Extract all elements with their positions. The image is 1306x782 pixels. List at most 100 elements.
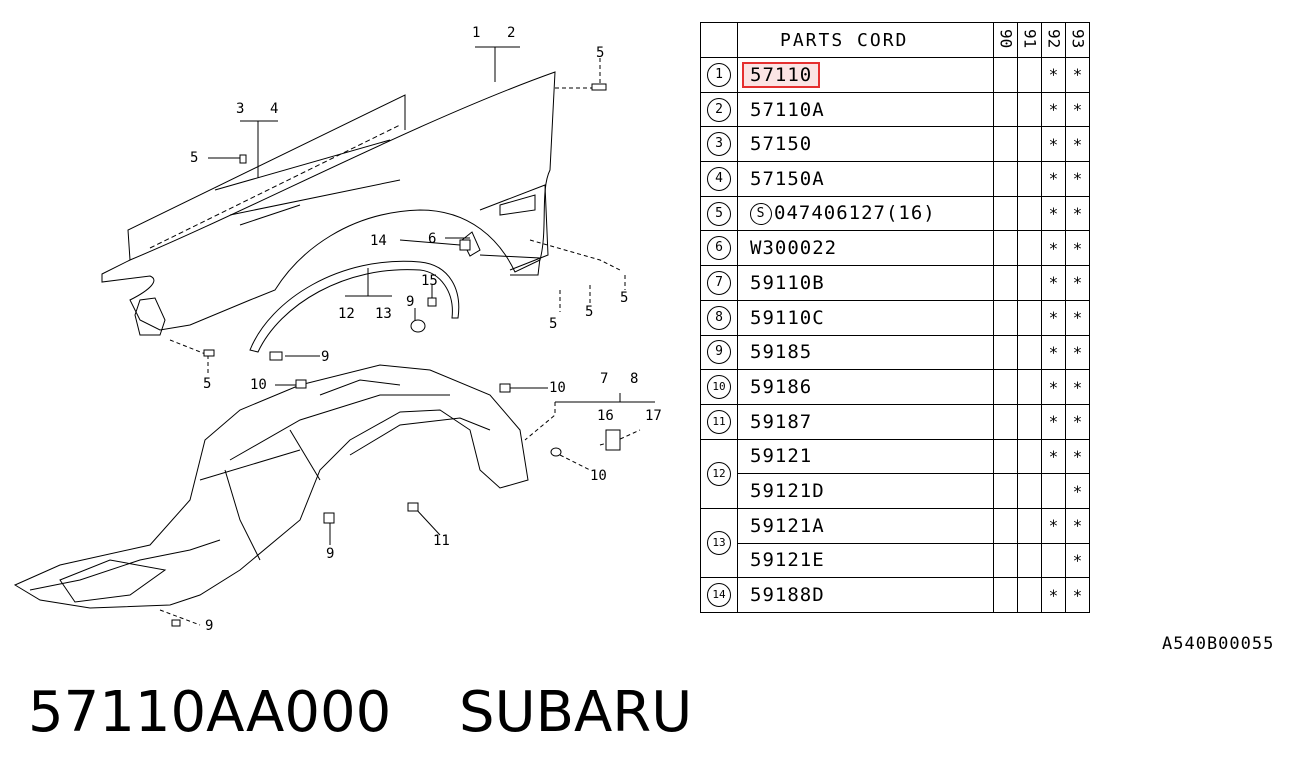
year-applicability-cell: * (1041, 265, 1066, 301)
year-applicability-cell (1017, 473, 1042, 509)
callout-8: 8 (630, 371, 638, 387)
ref-number-cell: 3 (700, 126, 738, 163)
year-applicability-cell (993, 265, 1018, 301)
callout-5: 5 (203, 376, 211, 392)
brand-name: SUBARU (459, 680, 693, 745)
fender-exploded-diagram: 1 2 3 4 5 5 6 14 15 9 12 13 5 5 5 9 5 10… (13, 25, 662, 634)
year-applicability-cell (1017, 403, 1042, 440)
part-code-cell: 59187 (737, 403, 994, 440)
table-row: 2 57110A ** (700, 91, 1090, 128)
part-code-cell: 57150 (737, 126, 994, 163)
header-year-90: 90 (993, 22, 1018, 58)
year-applicability-cell (993, 369, 1018, 405)
callout-10: 10 (590, 468, 607, 484)
part-code: W300022 (750, 237, 838, 260)
header-year-91: 91 (1017, 22, 1042, 58)
callout-9: 9 (205, 618, 213, 634)
part-code-cell: 57110 (737, 57, 994, 93)
year-applicability-cell (1017, 195, 1042, 232)
year-applicability-cell: * (1041, 161, 1066, 197)
year-applicability-cell: * (1065, 299, 1090, 336)
year-applicability-cell (993, 126, 1018, 163)
part-code: 57150 (750, 133, 813, 156)
part-code: 59186 (750, 376, 813, 399)
year-applicability-cell (1017, 577, 1042, 613)
year-applicability-cell (993, 299, 1018, 336)
year-label: 93 (1068, 29, 1088, 49)
year-applicability-cell (1041, 542, 1066, 579)
year-applicability-cell: * (1065, 230, 1090, 267)
year-applicability-cell: * (1065, 369, 1090, 405)
year-applicability-cell: * (1065, 473, 1090, 509)
ref-number-cell: 4 (700, 161, 738, 197)
header-year-92: 92 (1041, 22, 1066, 58)
ref-number-cell: 6 (700, 230, 738, 267)
ref-number: 6 (707, 236, 731, 261)
part-code: 57110A (750, 98, 825, 121)
ref-number-cell: 9 (700, 334, 738, 371)
part-code-cell: 59110B (737, 265, 994, 301)
year-applicability-cell (1017, 265, 1042, 301)
callout-5: 5 (585, 304, 593, 320)
part-code: 59121D (750, 480, 825, 503)
year-applicability-cell: * (1065, 195, 1090, 232)
callout-10: 10 (250, 377, 267, 393)
year-applicability-cell (993, 403, 1018, 440)
table-row: 11 59187 ** (700, 403, 1090, 440)
callout-17: 17 (645, 408, 662, 424)
ref-number-cell: 8 (700, 299, 738, 336)
year-applicability-cell (1017, 438, 1042, 475)
year-label: 92 (1044, 29, 1064, 49)
part-code: 57150A (750, 167, 825, 190)
year-applicability-cell: * (1041, 507, 1066, 544)
year-applicability-cell (993, 57, 1018, 93)
part-code-cell: 59186 (737, 369, 994, 405)
year-applicability-cell: * (1041, 403, 1066, 440)
callout-15: 15 (421, 273, 438, 289)
ref-number-cell: 13 (700, 507, 738, 579)
callout-6: 6 (428, 231, 436, 247)
ref-number: 9 (707, 340, 731, 365)
part-code-cell: 59185 (737, 334, 994, 371)
year-applicability-cell: * (1041, 577, 1066, 613)
part-code-cell: 57150A (737, 161, 994, 197)
year-applicability-cell (993, 507, 1018, 544)
year-applicability-cell: * (1065, 126, 1090, 163)
year-applicability-cell (1017, 369, 1042, 405)
year-applicability-cell (993, 161, 1018, 197)
part-code: 59185 (750, 341, 813, 364)
year-applicability-cell: * (1065, 334, 1090, 371)
ref-number: 13 (707, 531, 731, 556)
part-code: 59121A (750, 514, 825, 537)
ref-number-cell: 12 (700, 438, 738, 509)
part-code-cell: 59121A (737, 507, 994, 544)
callout-5: 5 (549, 316, 557, 332)
ref-number: 12 (707, 461, 731, 486)
ref-number: 2 (707, 97, 731, 122)
year-applicability-cell: * (1065, 403, 1090, 440)
ref-number-cell: 14 (700, 577, 738, 613)
year-applicability-cell (1017, 334, 1042, 371)
year-applicability-cell (1017, 57, 1042, 93)
table-header-row: PARTS CORD 90 91 92 93 (700, 22, 1090, 58)
year-applicability-cell: * (1041, 57, 1066, 93)
year-applicability-cell: * (1041, 91, 1066, 128)
year-applicability-cell: * (1065, 91, 1090, 128)
part-code: 59187 (750, 410, 813, 433)
ref-number-cell: 2 (700, 91, 738, 128)
year-applicability-cell (993, 577, 1018, 613)
callout-14: 14 (370, 233, 387, 249)
ref-number: 4 (707, 166, 731, 191)
footer: 57110AA000 SUBARU (28, 680, 692, 745)
reference-code: A540B00055 (1162, 634, 1275, 654)
ref-number-cell: 1 (700, 57, 738, 93)
year-applicability-cell: * (1065, 57, 1090, 93)
ref-number-cell: 11 (700, 403, 738, 440)
ref-number: 7 (707, 270, 731, 295)
